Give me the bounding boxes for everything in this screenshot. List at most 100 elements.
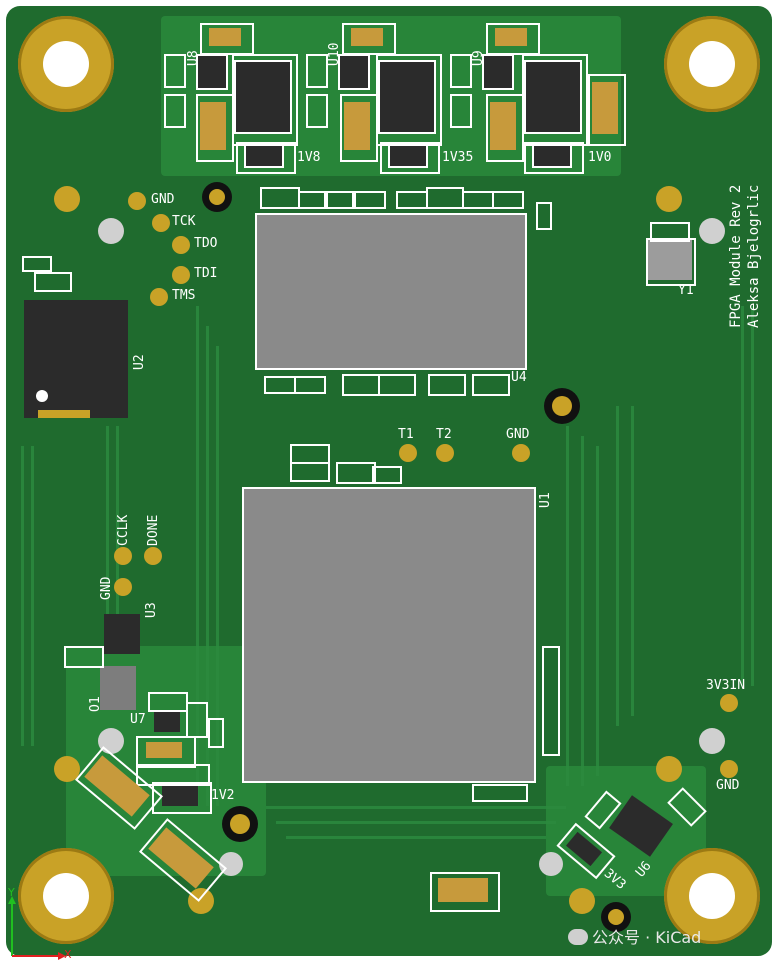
ref-o1: O1 [88, 696, 103, 712]
ref-u4: U4 [511, 370, 527, 385]
res-footprint [450, 94, 472, 128]
diode [388, 144, 428, 168]
cap-footprint [336, 462, 376, 484]
cap-footprint [342, 374, 380, 396]
inductor [378, 60, 436, 134]
cap-footprint [372, 466, 402, 484]
cap-footprint [326, 191, 354, 209]
cap-footprint [396, 191, 428, 209]
crystal-y1 [648, 240, 692, 280]
tp-gnd-left-label: GND [99, 576, 114, 600]
diode [532, 144, 572, 168]
testpoint-gnd-mid [512, 444, 530, 462]
capacitor [209, 28, 241, 46]
cap-footprint [260, 187, 300, 209]
ref-u8: U8 [186, 50, 201, 66]
capacitor [146, 742, 182, 758]
cap-footprint [342, 23, 396, 55]
capacitor [344, 102, 370, 150]
testpoint-tdo [172, 236, 190, 254]
cap-footprint [650, 222, 690, 242]
trace [21, 446, 24, 746]
cap-footprint [588, 74, 626, 146]
res-footprint [450, 54, 472, 88]
diode [162, 786, 198, 806]
cap-footprint [148, 692, 188, 712]
testpoint-tck [152, 214, 170, 232]
cap-footprint [196, 94, 234, 162]
cap-footprint [472, 784, 528, 802]
screw-pad [539, 852, 563, 876]
testpoint-t1 [399, 444, 417, 462]
ref-u2: U2 [132, 354, 147, 370]
screw-pad [699, 218, 725, 244]
tp-tck-label: TCK [172, 214, 196, 229]
tp-tdo-label: TDO [194, 236, 218, 251]
ref-u7: U7 [130, 712, 146, 727]
mounting-hole-tl-drill [43, 41, 89, 87]
oscillator-o1 [100, 666, 136, 710]
cap-footprint [486, 23, 540, 55]
res-footprint [536, 202, 552, 230]
testpoint-tdi [172, 266, 190, 284]
cap-footprint [264, 376, 296, 394]
trace [276, 821, 556, 824]
cap-footprint [236, 142, 296, 174]
ref-y1: Y1 [678, 283, 694, 298]
trace [581, 436, 584, 786]
tp-gnd-mid-label: GND [506, 427, 530, 442]
cap-footprint [152, 782, 212, 814]
axis-svg [8, 896, 66, 960]
testpoint-3v3in [720, 694, 738, 712]
screw-pad [54, 186, 80, 212]
capacitor [592, 82, 618, 134]
rail-1v8-label: 1V8 [297, 150, 321, 165]
capacitor [495, 28, 527, 46]
rail-1v2-label: 1V2 [211, 788, 235, 803]
inductor [234, 60, 292, 134]
chip-u1 [242, 487, 536, 783]
board-title-line1: FPGA Module Rev 2 [728, 184, 744, 328]
mounting-hole-bl-drill [43, 873, 89, 919]
tp-tdi-label: TDI [194, 266, 218, 281]
regulator-u10 [338, 54, 370, 90]
cap-footprint [136, 736, 196, 768]
tp-gnd-top-label: GND [151, 192, 175, 207]
screw-pad [98, 218, 124, 244]
cap-footprint [380, 142, 440, 174]
ic-pins [38, 410, 90, 418]
capacitor [200, 102, 226, 150]
wechat-icon [568, 929, 588, 945]
capacitor [490, 102, 516, 150]
cap-footprint [426, 187, 464, 209]
ref-u10: U10 [327, 42, 342, 66]
screw-pad [656, 186, 682, 212]
trace [206, 326, 209, 806]
cap-footprint [524, 142, 584, 174]
screw-pad [188, 888, 214, 914]
crystal-footprint [646, 238, 696, 286]
cap-footprint [340, 94, 378, 162]
screw-pad [569, 888, 595, 914]
trace [566, 426, 569, 786]
trace [741, 306, 744, 686]
capacitor [351, 28, 383, 46]
inductor [524, 60, 582, 134]
rail-3v3in-label: 3V3IN [706, 678, 746, 693]
cap-footprint [200, 23, 254, 55]
cap-footprint [462, 191, 494, 209]
y-axis-arrow [8, 896, 16, 904]
screw-pad [219, 852, 243, 876]
tp-t1-label: T1 [398, 427, 414, 442]
chip-u4 [255, 213, 527, 370]
cap-footprint [354, 191, 386, 209]
cap-array [542, 646, 560, 756]
cap-footprint [186, 702, 208, 738]
cap-footprint [492, 191, 524, 209]
res-footprint [306, 94, 328, 128]
trace [216, 346, 219, 806]
chip-u3 [104, 614, 140, 654]
trace [196, 306, 199, 806]
screw-pad [656, 756, 682, 782]
x-axis-label: X [64, 948, 72, 961]
